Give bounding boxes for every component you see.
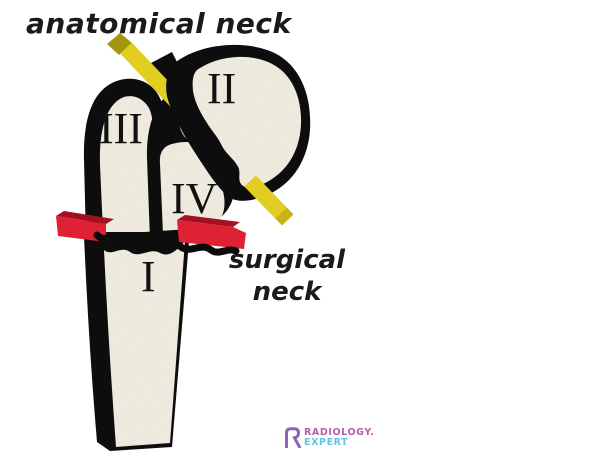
anatomical-neck-bar-cap bbox=[107, 33, 132, 55]
segment-numeral-head: II bbox=[207, 64, 237, 113]
shaft-bone bbox=[104, 241, 185, 447]
surgical-neck-bar-left-top bbox=[56, 211, 114, 224]
surgical-neck-label: surgical neck bbox=[219, 244, 355, 308]
logo-suffix-text: EXPERT bbox=[304, 436, 349, 448]
humeral-head-bone bbox=[192, 56, 302, 188]
logo-text: RADIOLOGY. EXPERT bbox=[304, 426, 375, 448]
logo-brand-text: RADIOLOGY. bbox=[304, 426, 375, 438]
surgical-neck-bar-right bbox=[177, 220, 246, 249]
segment-numeral-shaft: I bbox=[141, 252, 156, 301]
segment-numeral-greater-tuberosity: III bbox=[99, 104, 143, 153]
anatomical-neck-label: anatomical neck bbox=[26, 7, 292, 40]
radiology-expert-logo-icon bbox=[285, 427, 301, 448]
surgical-neck-label-line1: surgical bbox=[228, 245, 346, 275]
greater-tuberosity-bone bbox=[99, 96, 154, 232]
anatomical-neck-bar-tip bbox=[275, 207, 294, 226]
surgical-neck-fracture-line bbox=[93, 231, 240, 256]
surgical-neck-bar-left bbox=[56, 216, 106, 242]
surgical-neck-label-line2: neck bbox=[252, 277, 322, 307]
surgical-neck-bar-right-top bbox=[177, 215, 240, 227]
radiology-expert-logo: RADIOLOGY. EXPERT bbox=[284, 427, 374, 448]
anatomical-neck-bar-lower bbox=[244, 175, 287, 219]
segment-numeral-lesser-tuberosity: IV bbox=[171, 174, 218, 223]
